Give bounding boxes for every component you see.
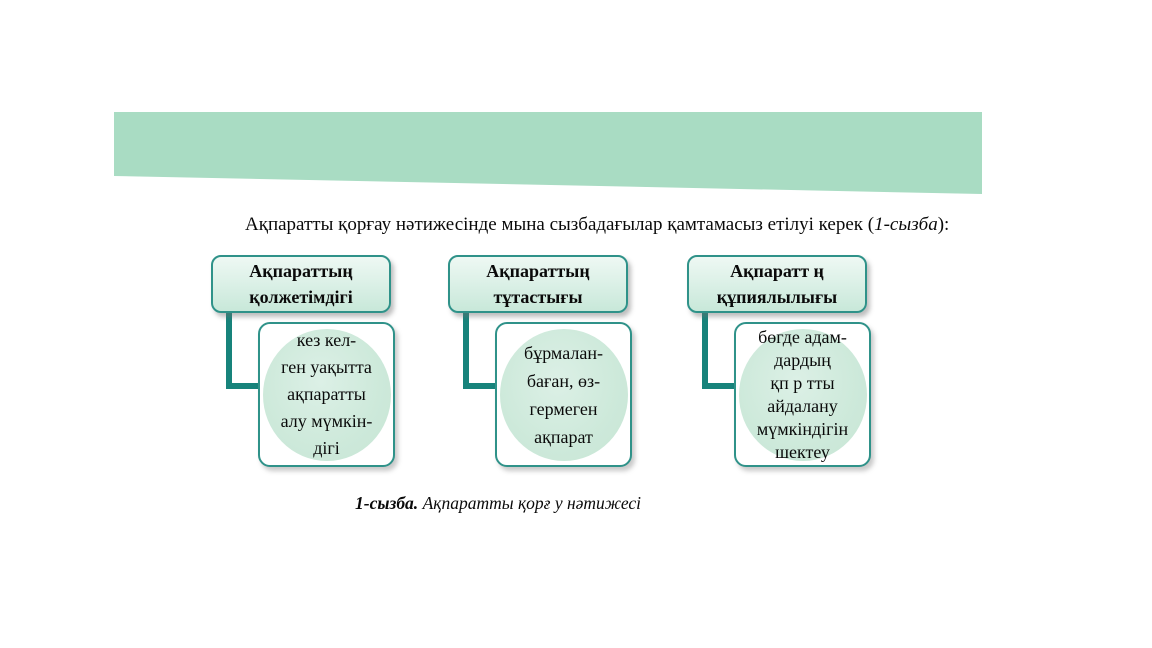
header-line: қолжетімдігі bbox=[249, 287, 353, 307]
decorative-circle bbox=[262, 328, 391, 461]
header-line: Ақпараттың bbox=[486, 261, 590, 281]
figure-caption-label: 1-сызба. bbox=[355, 493, 419, 513]
header-line: тұтастығы bbox=[493, 287, 583, 307]
header-box-confidentiality: Ақпаратт ң құпиялылығы bbox=[687, 255, 867, 313]
content-line: ақпарат bbox=[534, 426, 593, 447]
content-box-availability: кез кел- ген уақытта ақпаратты алу мүмкі… bbox=[258, 322, 395, 467]
content-line: қп р тты bbox=[770, 372, 835, 393]
diagram-column-availability: Ақпараттың қолжетімдігі кез кел- ген уақ… bbox=[211, 255, 397, 475]
intro-text-end: ): bbox=[937, 214, 950, 235]
decorative-circle bbox=[738, 328, 867, 461]
content-box-integrity: бұрмалан- баған, өз- гермеген ақпарат bbox=[495, 322, 632, 467]
content-line: гермеген bbox=[529, 398, 598, 419]
header-box-availability: Ақпараттың қолжетімдігі bbox=[211, 255, 391, 313]
connector-horizontal bbox=[702, 383, 738, 389]
figure-caption: 1-сызба. Ақпаратты қорғ у нәтижесі bbox=[355, 493, 641, 514]
figure-caption-text: Ақпаратты қорғ у нәтижесі bbox=[418, 493, 642, 513]
header-line: құпиялылығы bbox=[716, 287, 838, 307]
header-line: Ақпаратт ң bbox=[730, 261, 824, 281]
content-text: бөгде адам- дардың қп р тты айдалану мүм… bbox=[736, 324, 869, 465]
content-line: бөгде адам- bbox=[758, 326, 847, 347]
intro-text: Ақпаратты қорғау нәтижесінде мына сызбад… bbox=[245, 214, 875, 235]
content-line: мүмкіндігін bbox=[756, 418, 849, 439]
content-text: бұрмалан- баған, өз- гермеген ақпарат bbox=[497, 324, 630, 465]
content-line: бұрмалан- bbox=[524, 342, 603, 363]
content-line: кез кел- bbox=[296, 330, 357, 350]
header-line: Ақпараттың bbox=[249, 261, 353, 281]
content-line: айдалану bbox=[767, 395, 838, 416]
content-line: баған, өз- bbox=[526, 370, 601, 391]
connector-vertical bbox=[702, 309, 708, 389]
content-line: дігі bbox=[313, 438, 340, 458]
connector-vertical bbox=[463, 309, 469, 389]
connector-horizontal bbox=[226, 383, 262, 389]
decorative-circle bbox=[499, 328, 628, 461]
content-line: алу мүмкін- bbox=[280, 411, 373, 431]
title-banner bbox=[114, 112, 982, 194]
diagram-column-confidentiality: Ақпаратт ң құпиялылығы бөгде адам- дарды… bbox=[687, 255, 873, 475]
content-line: ақпаратты bbox=[287, 384, 366, 404]
content-line: ген уақытта bbox=[281, 357, 372, 377]
diagram-column-integrity: Ақпараттың тұтастығы бұрмалан- баған, өз… bbox=[448, 255, 634, 475]
connector-vertical bbox=[226, 309, 232, 389]
content-box-confidentiality: бөгде адам- дардың қп р тты айдалану мүм… bbox=[734, 322, 871, 467]
intro-paragraph: Ақпаратты қорғау нәтижесінде мына сызбад… bbox=[245, 212, 949, 238]
connector-horizontal bbox=[463, 383, 499, 389]
header-box-integrity: Ақпараттың тұтастығы bbox=[448, 255, 628, 313]
content-text: кез кел- ген уақытта ақпаратты алу мүмкі… bbox=[260, 324, 393, 465]
content-line: дардың bbox=[774, 349, 831, 370]
intro-reference: 1-сызба bbox=[874, 214, 938, 235]
content-line: шектеу bbox=[775, 441, 830, 462]
